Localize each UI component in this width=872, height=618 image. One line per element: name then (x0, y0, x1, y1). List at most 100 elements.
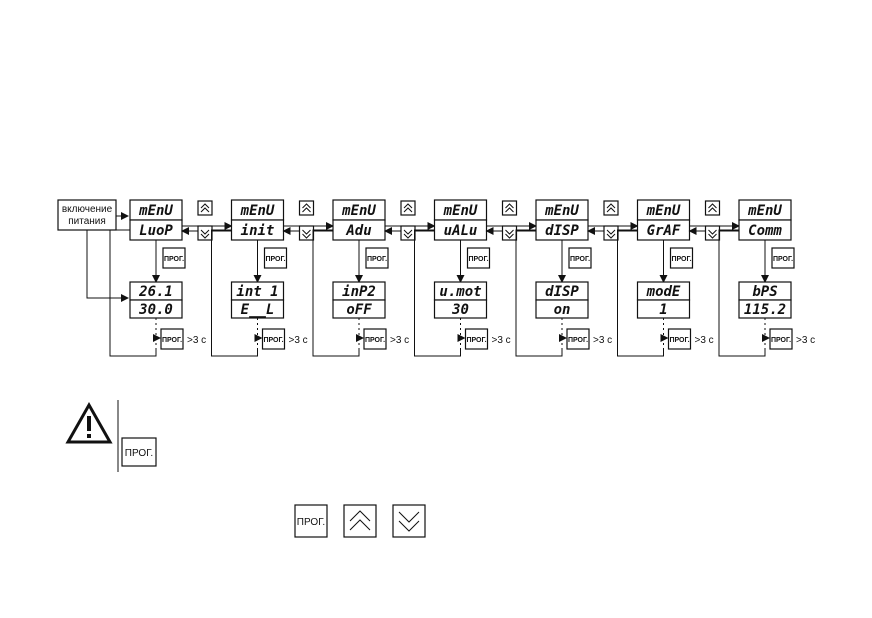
hold-prog-label: ПРОГ. (365, 337, 385, 344)
chevron-down-double-icon (200, 229, 210, 239)
return-loop-line (414, 229, 461, 357)
hold-prog-button (464, 328, 489, 350)
prog-button (263, 247, 288, 269)
top-display-text-1: mEnU (646, 203, 681, 219)
bottom-display-text-2: oFF (346, 302, 372, 318)
chevron-up-double-icon (708, 203, 717, 213)
top-display-text-2: LuoP (139, 223, 173, 239)
bottom-display-text-2: 115.2 (744, 302, 786, 318)
bottom-display-text-2: 1 (659, 302, 667, 318)
return-loop-line (718, 229, 766, 357)
top-display-text-1: mEnU (747, 203, 782, 219)
bottom-display-text-2: E__L (241, 302, 275, 318)
hold-prog-label: ПРОГ. (771, 337, 791, 344)
chevron-up-double-icon (200, 203, 210, 213)
hold-prog-label: ПРОГ. (568, 337, 588, 344)
bottom-display-text-1: inP2 (342, 284, 376, 300)
top-display-text-2: uALu (444, 223, 478, 239)
top-display-text-2: init (241, 223, 275, 239)
hold-prog-label: ПРОГ. (669, 337, 689, 344)
warning-triangle-icon (65, 401, 113, 444)
power-on-node: включение питания (57, 199, 117, 231)
chevron-up-double-icon (403, 203, 413, 213)
hold-duration-label: >3 с (187, 335, 206, 346)
top-display-text-1: mEnU (138, 203, 173, 219)
legend-prog-button (294, 504, 328, 538)
hold-prog-button (769, 328, 793, 350)
power-on-line-1: включение (62, 204, 113, 215)
prog-button-label: ПРОГ. (265, 256, 285, 263)
prog-button-label: ПРОГ. (570, 256, 590, 263)
bottom-display-text-1: dISP (545, 284, 579, 300)
hold-prog-button (667, 328, 692, 350)
power-on-line-2: питания (68, 216, 106, 227)
hold-duration-label: >3 с (593, 335, 612, 346)
chevron-down-double-icon (708, 229, 717, 239)
power-to-display-arrow (86, 230, 129, 302)
hold-duration-label: >3 с (390, 335, 409, 346)
bottom-display-text-1: modE (646, 284, 681, 300)
chevron-up-double-icon (302, 203, 311, 213)
prog-button-label: ПРОГ. (367, 256, 387, 263)
hold-prog-label: ПРОГ. (466, 337, 486, 344)
prog-button-label: ПРОГ. (164, 256, 184, 263)
legend-up-button (343, 504, 377, 538)
prog-button (466, 247, 491, 269)
top-display-text-2: GrAF (647, 223, 681, 239)
top-display-text-2: Comm (748, 223, 782, 239)
warning-prog-button (121, 437, 157, 467)
top-display-text-2: Adu (345, 223, 371, 239)
bottom-display-text-1: 26.1 (138, 284, 173, 300)
bottom-display-text-2: 30.0 (138, 302, 173, 318)
chevron-down-double-icon (302, 229, 311, 239)
hold-prog-button (160, 328, 184, 350)
legend-prog-label: ПРОГ. (297, 517, 325, 528)
return-loop-line (617, 229, 664, 357)
chevron-up-double-icon (349, 510, 371, 531)
warning-prog-label: ПРОГ. (125, 448, 153, 459)
chevron-up-double-icon (606, 203, 616, 213)
top-display-text-1: mEnU (341, 203, 376, 219)
top-display-text-1: mEnU (240, 203, 275, 219)
prog-button (568, 247, 592, 269)
chevron-down-double-icon (403, 229, 413, 239)
prog-button (162, 247, 186, 269)
return-loop-line (515, 229, 563, 357)
chevron-down-double-icon (606, 229, 616, 239)
hold-prog-label: ПРОГ. (162, 337, 182, 344)
bottom-display-text-2: on (554, 302, 571, 318)
hold-prog-button (566, 328, 590, 350)
warning-block: ПРОГ. (65, 400, 157, 472)
hold-prog-button (261, 328, 286, 350)
top-display-text-2: dISP (545, 223, 579, 239)
legend-buttons: ПРОГ. (294, 504, 426, 538)
bottom-display-text-1: bPS (752, 284, 777, 300)
legend-down-button (392, 504, 426, 538)
prog-button-label: ПРОГ. (671, 256, 691, 263)
prog-button-label: ПРОГ. (468, 256, 488, 263)
prog-button (771, 247, 795, 269)
return-loop-line (211, 229, 258, 357)
bottom-display-text-2: 30 (451, 302, 469, 318)
prog-button-label: ПРОГ. (773, 256, 793, 263)
hold-prog-label: ПРОГ. (263, 337, 283, 344)
hold-duration-label: >3 с (796, 335, 815, 346)
hold-duration-label: >3 с (695, 335, 714, 346)
hold-duration-label: >3 с (492, 335, 511, 346)
prog-button (669, 247, 694, 269)
return-loop-line (109, 229, 157, 357)
chevron-down-double-icon (398, 511, 420, 532)
top-display-text-1: mEnU (544, 203, 579, 219)
chevron-down-double-icon (505, 229, 514, 239)
return-loop-line (312, 229, 360, 357)
hold-prog-button (363, 328, 387, 350)
